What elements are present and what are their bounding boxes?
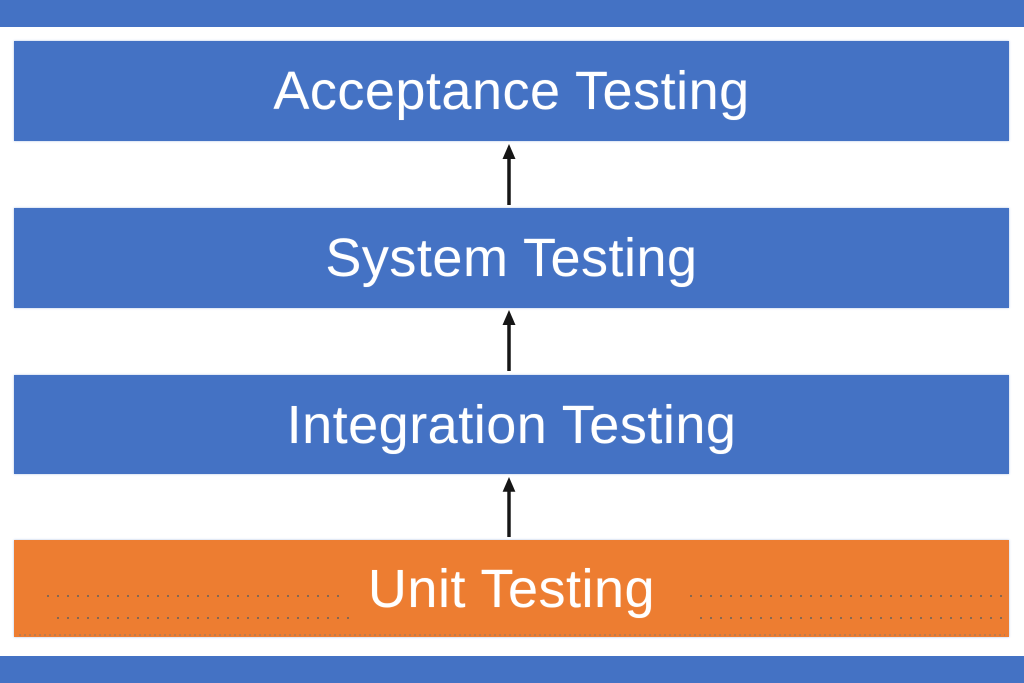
- level-integration-testing: Integration Testing: [14, 375, 1009, 474]
- up-arrow-icon: [502, 144, 516, 205]
- top-banner: [0, 0, 1024, 27]
- up-arrow-icon: [502, 310, 516, 371]
- level-label-unit: Unit Testing: [367, 558, 656, 619]
- level-system-testing: System Testing: [14, 208, 1009, 308]
- level-label-acceptance: Acceptance Testing: [273, 61, 750, 121]
- up-arrow-icon: [502, 477, 516, 538]
- level-label-system: System Testing: [325, 228, 698, 288]
- level-unit-testing: Unit Testing: [14, 540, 1010, 637]
- dotted-artifact-line: [690, 595, 1010, 597]
- bottom-banner: [0, 656, 1024, 683]
- dotted-artifact-line: [57, 617, 357, 619]
- dotted-artifact-line: [700, 617, 1010, 619]
- level-acceptance-testing: Acceptance Testing: [14, 41, 1009, 141]
- dotted-artifact-line: [47, 595, 347, 597]
- level-label-integration: Integration Testing: [286, 394, 737, 455]
- dotted-artifact-line: [19, 634, 1005, 636]
